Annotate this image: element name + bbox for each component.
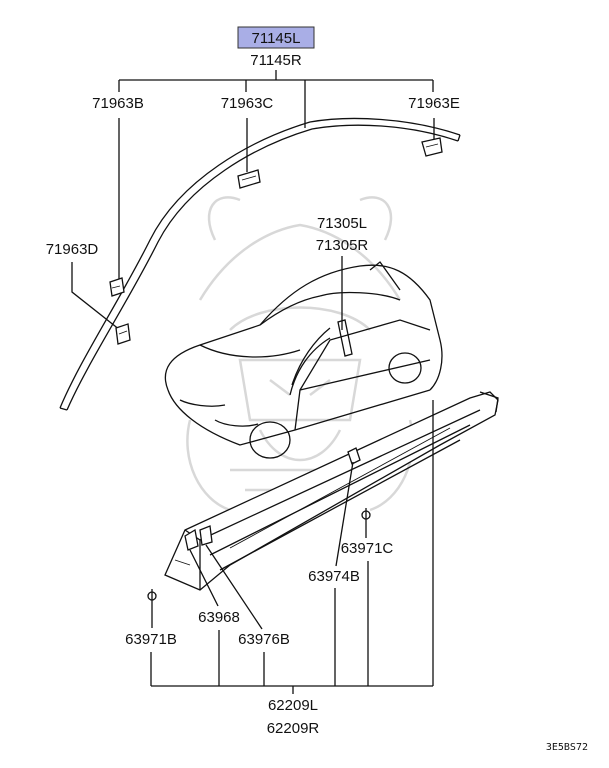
highlight-box (237, 26, 315, 49)
clip-71963E-icon (421, 137, 443, 157)
clip-63968-icon (184, 528, 199, 551)
part-71305R[interactable]: 71305R (316, 237, 369, 254)
part-71305L[interactable]: 71305L (317, 215, 367, 232)
part-63971B[interactable]: 63971B (125, 631, 177, 648)
clip-71963D-icon (115, 323, 131, 345)
clip-71963B-icon (109, 277, 125, 297)
part-63976B[interactable]: 63976B (238, 631, 290, 648)
side-sill-garnish-part (164, 391, 499, 591)
clip-leaders (71, 118, 435, 331)
clip-71963C-icon (237, 169, 261, 189)
clip-63976B-icon (199, 525, 213, 546)
part-62209R[interactable]: 62209R (267, 720, 320, 737)
car-illustration (164, 261, 443, 459)
part-63974B[interactable]: 63974B (308, 568, 360, 585)
part-62209L[interactable]: 62209L (268, 697, 318, 714)
part-63968[interactable]: 63968 (198, 609, 240, 626)
part-71145R[interactable]: 71145R (250, 52, 302, 69)
screw-63971C-icon (361, 508, 371, 523)
part-71145L[interactable]: 71145L (252, 30, 301, 47)
roof-molding-part (59, 117, 461, 411)
part-71963D[interactable]: 71963D (46, 241, 99, 258)
leader-71145 (118, 70, 434, 128)
diagram-code: 3E5BS72 (546, 742, 588, 753)
watermark-helmet-icon (186, 196, 414, 512)
part-71963B[interactable]: 71963B (92, 95, 144, 112)
part-71963C[interactable]: 71963C (221, 95, 274, 112)
part-71963E[interactable]: 71963E (408, 95, 460, 112)
clip-63974B-icon (347, 447, 361, 465)
lower-leaders (150, 400, 434, 694)
screw-63971B-icon (147, 589, 157, 604)
part-63971C[interactable]: 63971C (341, 540, 394, 557)
